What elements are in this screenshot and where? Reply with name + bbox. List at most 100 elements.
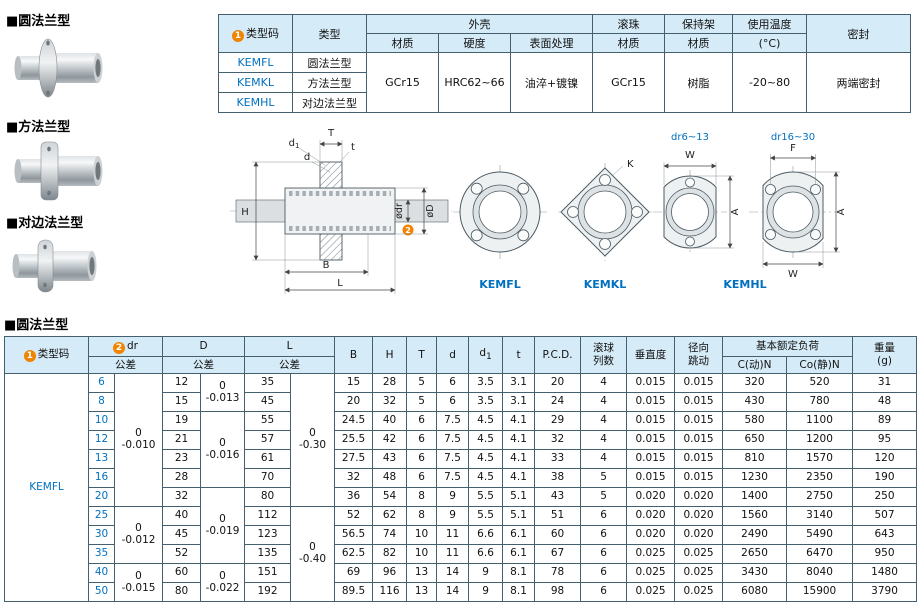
dim-cell: 24.5: [334, 411, 374, 431]
dim-label-F: F: [790, 143, 796, 154]
size-cell: 10: [88, 411, 115, 431]
col-perpendicularity: 垂直度: [626, 336, 676, 374]
outer-diameter-cell: 28: [162, 468, 202, 488]
dr-tolerance-cell: 0-0.012: [113, 506, 164, 564]
size-cell: 13: [88, 449, 115, 469]
dim-cell: 6: [436, 373, 470, 393]
dim-cell: 6: [406, 411, 438, 431]
outer-diameter-cell: 52: [162, 544, 202, 564]
opposite-flange-part-image: [12, 239, 97, 293]
dim-cell: 20: [534, 373, 582, 393]
length-cell: 135: [244, 544, 292, 564]
spec-ball-material-value: GCr15: [592, 52, 666, 113]
bolt-hole: [517, 229, 530, 242]
dim-cell: 8: [406, 506, 438, 526]
size-cell: 8: [88, 392, 115, 412]
dim-cell: 643: [852, 525, 918, 545]
spec-col-cage-material: 材质: [664, 33, 734, 53]
spec-type-code-label: 类型码: [246, 27, 279, 40]
dim-cell: 5: [580, 468, 628, 488]
dim-cell: 580: [722, 411, 788, 431]
caption-kemkl: KEMKL: [584, 278, 627, 291]
dim-cell: 6: [580, 544, 628, 564]
spec-row-kemfl: KEMFL 圆法兰型 GCr15 HRC62~66 油淬+镀镍 GCr15 树脂…: [218, 52, 912, 113]
flange-section-top: [319, 161, 343, 189]
dim-cell: 2650: [722, 544, 788, 564]
dim-cell: 43: [534, 487, 582, 507]
dim-label-A: A: [730, 208, 741, 215]
cross-section-view: H T t d1 d B L ødr 2 øD: [230, 128, 452, 294]
dim-cell: 13: [406, 563, 438, 583]
outer-diameter-cell: 19: [162, 411, 202, 431]
dim-cell: 810: [722, 449, 788, 469]
dim-cell: 1100: [786, 411, 854, 431]
dim-cell: 6: [580, 525, 628, 545]
spec-shell-material-value: GCr15: [366, 52, 439, 113]
dim-cell: 29: [534, 411, 582, 431]
dim-cell: 3790: [852, 582, 918, 602]
photo-opposite-flange: [8, 228, 104, 308]
dim-cell: 27.5: [334, 449, 374, 469]
dim-cell: 0.015: [626, 468, 676, 488]
bolt-hole: [765, 229, 776, 240]
bolt-hole: [567, 206, 579, 218]
dim-cell: 0.025: [626, 544, 676, 564]
dim-cell: 8040: [786, 563, 854, 583]
length-cell: 61: [244, 449, 292, 469]
dim-cell: 7.5: [436, 411, 470, 431]
length-cell: 45: [244, 392, 292, 412]
dim-cell: 82: [372, 544, 408, 564]
col-D-tolerance: 公差: [162, 356, 246, 374]
dim-cell: 15: [334, 373, 374, 393]
dim-cell: 0.020: [674, 487, 724, 507]
dim-cell: 1400: [722, 487, 788, 507]
dim-cell: 5.1: [502, 506, 536, 526]
dim-cell: 62.5: [334, 544, 374, 564]
dim-cell: 0.015: [626, 449, 676, 469]
bolt-hole: [470, 229, 483, 242]
outer-diameter-cell: 40: [162, 506, 202, 526]
bolt-hole: [470, 182, 483, 195]
dim-label-t: t: [351, 142, 355, 153]
spec-col-temperature: 使用温度: [732, 14, 808, 34]
col-L: L: [244, 336, 336, 357]
length-cell: 35: [244, 373, 292, 393]
dim-cell: 6080: [722, 582, 788, 602]
col-basic-load: 基本额定负荷: [722, 336, 854, 357]
dim-cell: 5490: [786, 525, 854, 545]
dim-cell: 0.025: [626, 563, 676, 583]
dim-cell: 13: [406, 582, 438, 602]
bore: [478, 190, 522, 234]
dim-cell: 0.020: [626, 525, 676, 545]
range-label-large: dr16~30: [771, 132, 815, 143]
dim-cell: 40: [372, 411, 408, 431]
dim-cell: 4: [580, 392, 628, 412]
dim-cell: 4.1: [502, 430, 536, 450]
range-label-small: dr6~13: [671, 132, 709, 143]
col-radial-runout: 径向跳动: [674, 336, 724, 374]
dim-cell: 0.015: [674, 411, 724, 431]
end-view-kemhl-large: dr16~30 F W A KEMHL: [723, 132, 847, 291]
dim-cell: 38: [534, 468, 582, 488]
round-flange-part-image: [14, 38, 103, 98]
section-label-opposite-flange: ■对边法兰型: [6, 216, 84, 231]
dim-cell: 7.5: [436, 430, 470, 450]
flange-section-bottom: [319, 233, 343, 261]
dim-cell: 0.015: [674, 373, 724, 393]
dim-cell: 1200: [786, 430, 854, 450]
bolt-hole: [599, 238, 611, 250]
bolt-hole: [685, 236, 695, 247]
badge-2-icon: [402, 224, 414, 236]
col-static-load: Co(静)N: [786, 356, 854, 374]
dim-cell: 0.025: [674, 544, 724, 564]
dim-cell: 25.5: [334, 430, 374, 450]
spec-type-kemkl: 方法兰型: [292, 72, 367, 93]
dim-cell: 54: [372, 487, 408, 507]
